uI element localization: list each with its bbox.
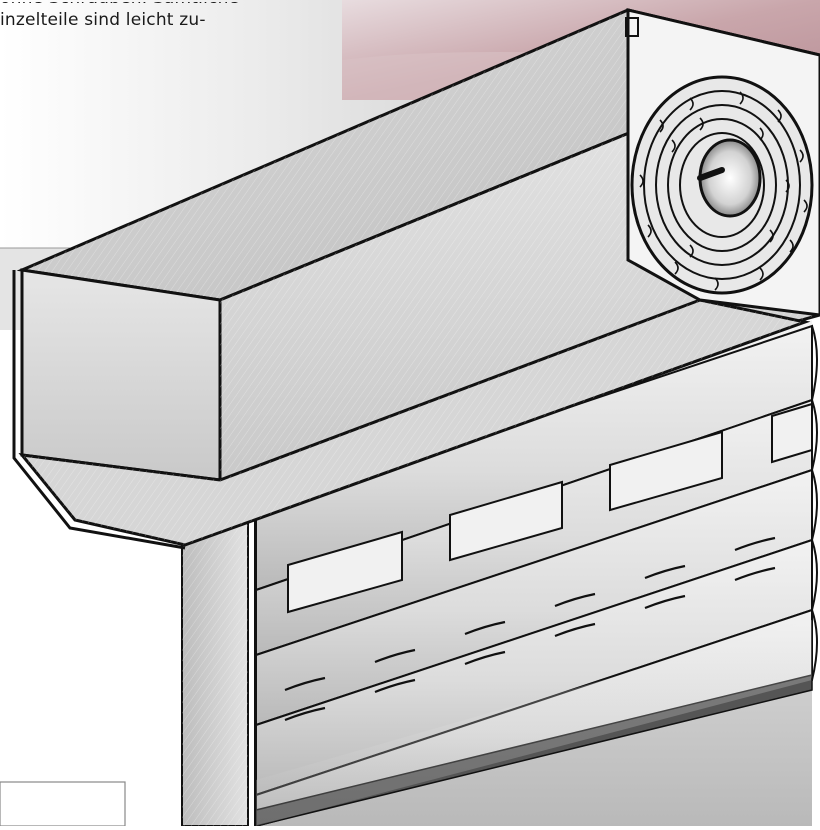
- caption-line: inzelteile sind leicht zu-: [0, 10, 206, 30]
- slat-window: [449, 480, 563, 562]
- shutter-coil: [630, 75, 814, 295]
- slat-window: [609, 430, 723, 512]
- caption-line-partial: ohne Schrauben. Sämtliche: [0, 2, 239, 8]
- slat-window: [287, 530, 403, 614]
- shutter-curtain: [255, 320, 818, 826]
- axle: [698, 138, 762, 218]
- left-guide-rail: [181, 510, 258, 826]
- caption-text: ohne Schrauben. Sämtliche inzelteile sin…: [0, 2, 260, 30]
- shutter-box-housing: [12, 8, 820, 550]
- vent-slots: [284, 536, 776, 722]
- slat-window: [771, 402, 813, 464]
